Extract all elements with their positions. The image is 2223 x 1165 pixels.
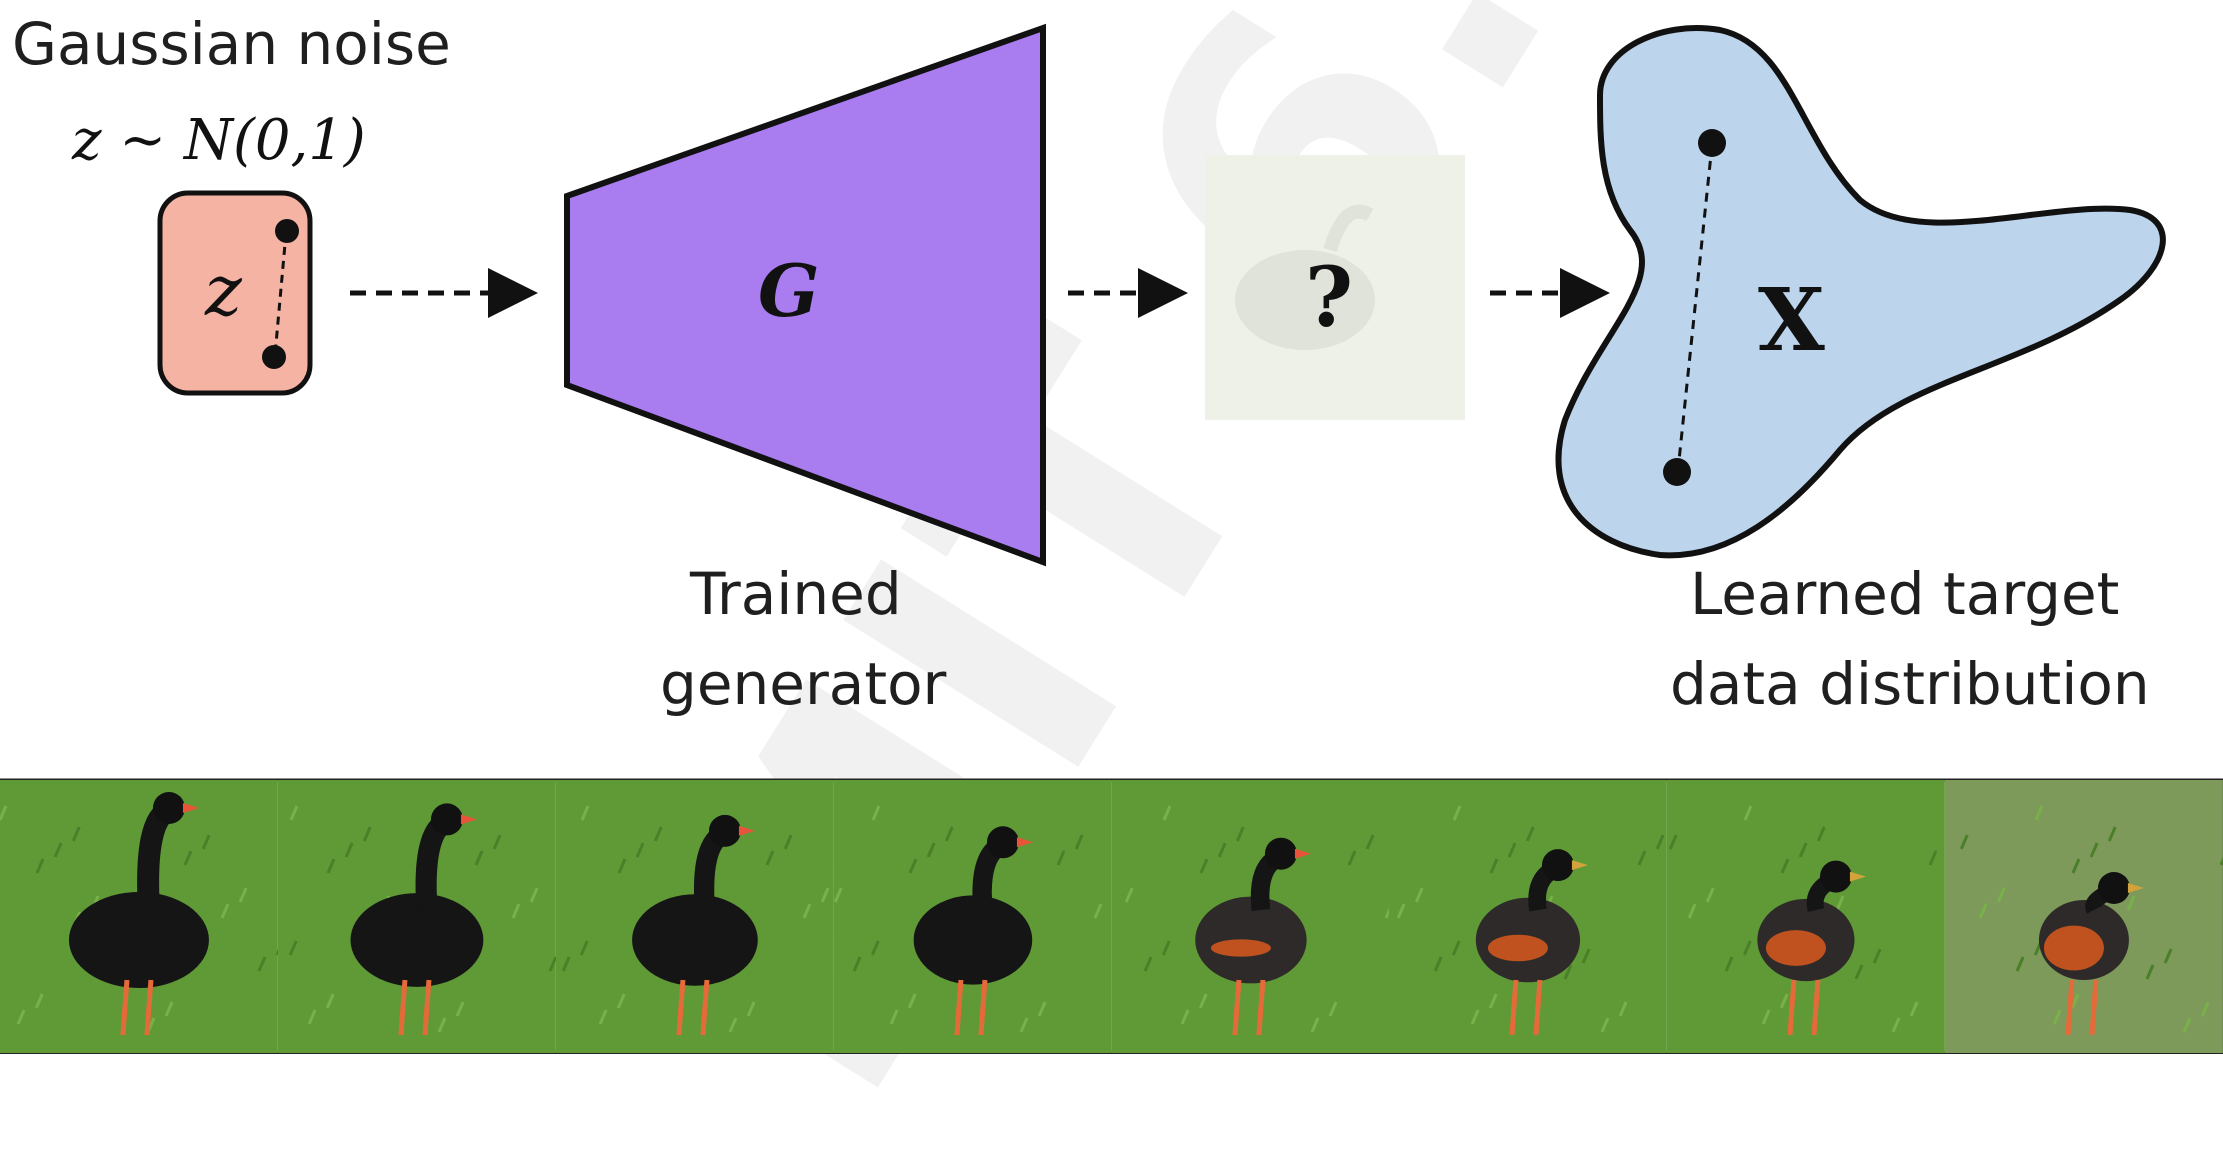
noise-formula: z ~ N(0,1) bbox=[72, 108, 366, 173]
faint-bird-shape bbox=[1235, 250, 1375, 350]
distribution-interpolation-line bbox=[1676, 144, 1714, 471]
noise-point-bottom bbox=[262, 345, 286, 369]
hybrid-bird-icon bbox=[833, 780, 1112, 1053]
bird-frame bbox=[833, 780, 1114, 1053]
noise-point-top bbox=[275, 219, 299, 243]
distribution-blob bbox=[1555, 25, 2166, 559]
noise-title: Gaussian noise bbox=[12, 10, 451, 78]
black-swan-icon bbox=[277, 780, 556, 1053]
noise-interpolation-line bbox=[273, 232, 288, 356]
hybrid-bird-icon bbox=[1389, 780, 1668, 1053]
generator-label-line2: generator bbox=[660, 650, 947, 718]
bird-frame bbox=[277, 780, 558, 1053]
generator-symbol: G bbox=[758, 248, 820, 333]
black-swan-icon bbox=[0, 780, 278, 1053]
robin-icon bbox=[1667, 780, 1946, 1053]
bird-frame bbox=[1667, 780, 1948, 1053]
noise-symbol: z bbox=[205, 250, 242, 332]
distribution-point-top bbox=[1698, 129, 1726, 157]
noise-box bbox=[157, 190, 313, 396]
generator-trapezoid bbox=[564, 23, 1046, 567]
distribution-point-bottom bbox=[1663, 458, 1691, 486]
bird-frame bbox=[0, 780, 280, 1053]
distribution-symbol: X bbox=[1758, 270, 1825, 371]
bird-frame bbox=[555, 780, 836, 1053]
hybrid-bird-icon bbox=[1111, 780, 1390, 1053]
output-symbol: ? bbox=[1305, 250, 1354, 346]
generator-label-line1: Trained bbox=[690, 560, 902, 628]
distribution-label-line2: data distribution bbox=[1670, 650, 2150, 718]
distribution-label-line1: Learned target bbox=[1690, 560, 2120, 628]
bird-frame bbox=[1945, 780, 2223, 1053]
black-swan-icon bbox=[555, 780, 834, 1053]
bird-frame bbox=[1389, 780, 1670, 1053]
diagram-canvas bbox=[0, 23, 2223, 1054]
robin-icon bbox=[1945, 780, 2223, 1053]
bird-frame bbox=[1111, 780, 1392, 1053]
